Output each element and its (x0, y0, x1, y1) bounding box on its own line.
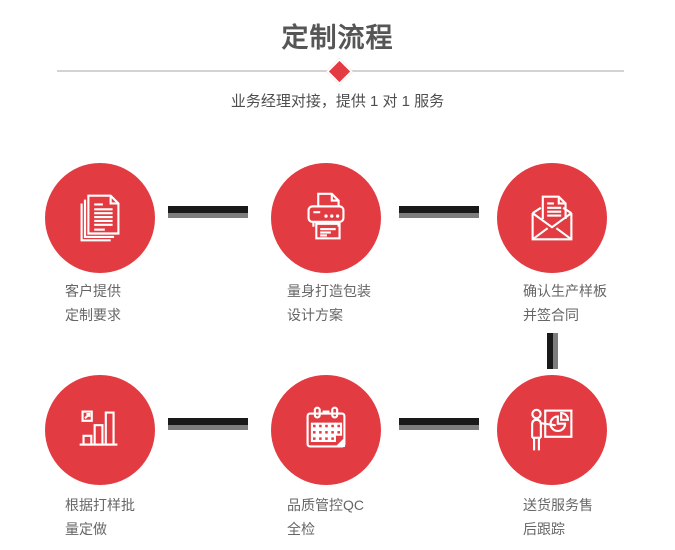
step-label: 品质管控QC 全检 (287, 493, 364, 541)
step-label: 根据打样批 量定做 (65, 493, 135, 541)
step-label-line2: 后跟踪 (523, 521, 565, 537)
printer-icon (307, 192, 345, 240)
step-circle-sample-contract (497, 163, 607, 273)
connector-bar (168, 418, 248, 430)
connector-bar-vertical (547, 333, 558, 369)
step-label-line1: 根据打样批 (65, 497, 135, 513)
envelope-icon (531, 195, 573, 241)
step-label-line2: 并签合同 (523, 307, 579, 323)
documents-icon (80, 194, 120, 242)
step-label: 确认生产样板 并签合同 (523, 279, 607, 327)
step-circle-customer-requirements (45, 163, 155, 273)
step-label-line1: 量身打造包装 (287, 283, 371, 299)
step-circle-batch-production (45, 375, 155, 485)
step-label: 客户提供 定制要求 (65, 279, 121, 327)
step-circle-packaging-design (271, 163, 381, 273)
step-circle-delivery-aftersales (497, 375, 607, 485)
step-label-line2: 全检 (287, 521, 315, 537)
connector-bar (399, 418, 479, 430)
step-label-line2: 定制要求 (65, 307, 121, 323)
step-label-line2: 设计方案 (287, 307, 343, 323)
step-label-line1: 确认生产样板 (523, 283, 607, 299)
page-subtitle: 业务经理对接，提供 1 对 1 服务 (230, 93, 445, 110)
bar-chart-icon (79, 410, 118, 446)
step-label-line1: 客户提供 (65, 283, 121, 299)
calendar-icon (306, 406, 346, 448)
connector-bar (399, 206, 479, 218)
step-label-line1: 品质管控QC (287, 497, 364, 513)
step-label-line1: 送货服务售 (523, 497, 593, 513)
step-circle-quality-control (271, 375, 381, 485)
step-label: 送货服务售 后跟踪 (523, 493, 593, 541)
connector-bar (168, 206, 248, 218)
page-title: 定制流程 (281, 23, 394, 53)
presentation-icon (531, 408, 573, 451)
diamond-icon (326, 58, 353, 85)
step-label-line2: 量定做 (65, 521, 107, 537)
step-label: 量身打造包装 设计方案 (287, 279, 371, 327)
